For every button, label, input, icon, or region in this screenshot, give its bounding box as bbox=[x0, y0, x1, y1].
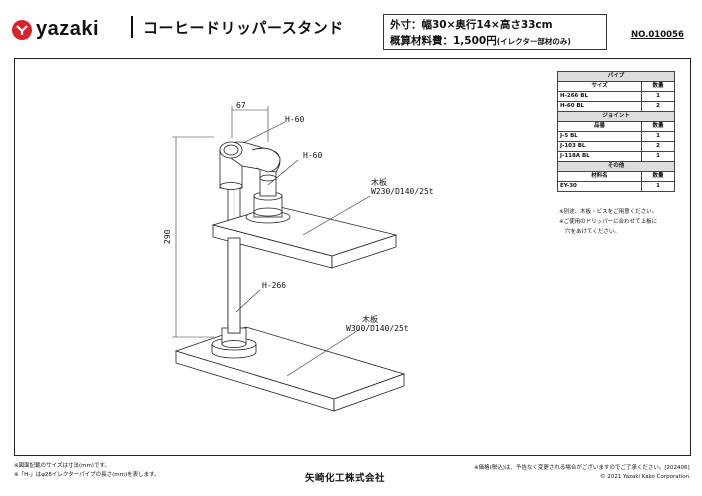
joint-row-name: J-103 BL bbox=[557, 141, 642, 152]
callout-upper-board-size: W230/D140/25t bbox=[371, 187, 434, 196]
pipe-header-qty: 数量 bbox=[641, 81, 675, 92]
other-section-title: その他 bbox=[557, 161, 675, 172]
upper-board bbox=[211, 205, 398, 269]
pipe-section-title: パイプ bbox=[557, 71, 675, 82]
cost-value: 概算材料費：1,500円 bbox=[390, 35, 497, 47]
joint-row-qty: 1 bbox=[641, 151, 675, 162]
joint-row-qty: 2 bbox=[641, 141, 675, 152]
drawing-frame bbox=[14, 58, 691, 456]
copyright: © 2021 Yazaki Kako Corporation. bbox=[600, 474, 691, 480]
pipe-row-name: H-60 BL bbox=[557, 101, 642, 112]
dim-290-label: 290 bbox=[163, 229, 172, 244]
company-name: 矢崎化工株式会社 bbox=[305, 473, 386, 484]
price-disclaimer: ※価格(税込)は、予告なく変更される場合がございますのでご了承ください。[202… bbox=[474, 465, 690, 471]
header-divider bbox=[131, 16, 133, 38]
other-header-material: 材料名 bbox=[557, 171, 642, 182]
logo-text: yazaki bbox=[36, 18, 100, 40]
callout-lower-board-size: W300/D140/25t bbox=[346, 324, 409, 333]
footer-notes: ※図面記載のサイズは寸法(mm)です。 ※「H-」はφ28イレクターパイプの長さ… bbox=[14, 462, 160, 480]
callout-h60-mid: H-60 bbox=[303, 151, 322, 160]
joint-header-qty: 数量 bbox=[641, 121, 675, 132]
footer-note-line: ※図面記載のサイズは寸法(mm)です。 bbox=[14, 463, 110, 469]
pipe-row-qty: 1 bbox=[641, 91, 675, 102]
parts-note-line: ※ご使用のドリッパーに合わせて上板に bbox=[559, 219, 658, 225]
parts-note-line: ※別途、木板・ビスをご用意ください。 bbox=[559, 209, 658, 215]
pipe-row-qty: 2 bbox=[641, 101, 675, 112]
joint-header-part: 品番 bbox=[557, 121, 642, 132]
parts-note: ※別途、木板・ビスをご用意ください。 ※ご使用のドリッパーに合わせて上板に 穴を… bbox=[559, 207, 684, 237]
yazaki-logo: yazaki bbox=[12, 18, 99, 41]
joint-row-qty: 1 bbox=[641, 131, 675, 142]
joint-row-name: J-5 BL bbox=[557, 131, 642, 142]
other-row-qty: 1 bbox=[641, 181, 675, 192]
footer-note-line: ※「H-」はφ28イレクターパイプの長さ(mm)を表します。 bbox=[14, 472, 160, 478]
joint-section-title: ジョイント bbox=[557, 111, 675, 122]
pipe-header-size: サイズ bbox=[557, 81, 642, 92]
other-header-qty: 数量 bbox=[641, 171, 675, 182]
pipe-row-name: H-266 BL bbox=[557, 91, 642, 102]
document-number: NO.010056 bbox=[631, 30, 684, 40]
callout-h60-top: H-60 bbox=[285, 115, 304, 124]
page-title: コーヒードリッパースタンド bbox=[143, 19, 344, 37]
assembly-drawing: 67 H-60 H-60 木板 W230/D140/25t 290 H-266 … bbox=[163, 101, 434, 412]
cost-note: (イレクター部材のみ) bbox=[496, 37, 571, 46]
joint-row-name: J-118A BL bbox=[557, 151, 642, 162]
parts-note-line: 穴をあけてください。 bbox=[565, 229, 620, 235]
spec-box bbox=[383, 14, 607, 50]
callout-upper-board-name: 木板 bbox=[371, 177, 387, 187]
top-joint bbox=[219, 141, 281, 190]
lower-board bbox=[174, 326, 406, 412]
material-cost-text: 概算材料費：1,500円(イレクター部材のみ) bbox=[390, 33, 571, 48]
outer-size-text: 外寸：幅30×奥行14×高さ33cm bbox=[390, 19, 553, 31]
yazaki-logo-mark-icon bbox=[12, 19, 32, 40]
dim-67-label: 67 bbox=[236, 101, 246, 110]
callout-lower-board-name: 木板 bbox=[362, 314, 378, 324]
callout-h266: H-266 bbox=[262, 281, 286, 290]
other-row-name: EY-30 bbox=[557, 181, 642, 192]
